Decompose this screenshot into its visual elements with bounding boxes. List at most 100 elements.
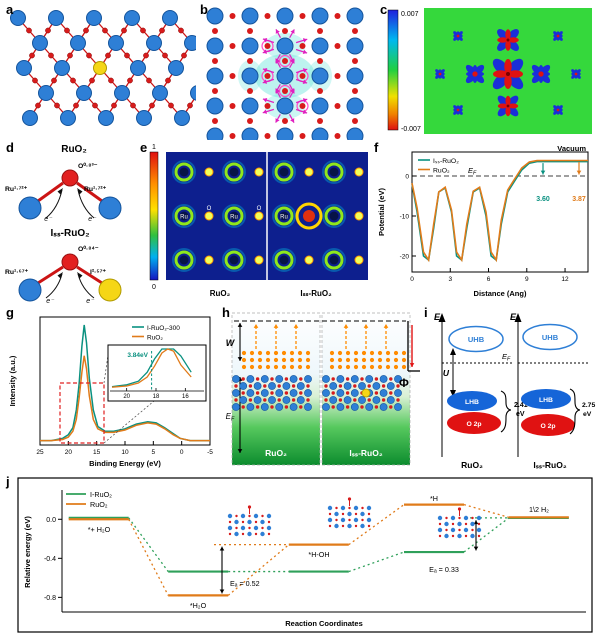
ru-ring [324, 162, 344, 182]
f-legend-label-ruo2: RuO₂ [433, 168, 450, 175]
electron-dot [369, 364, 375, 370]
generated-label: 25 [36, 449, 44, 456]
panel-j: j 0.0-0.4-0.8 Relative energy (eV) React… [4, 474, 596, 638]
oxygen-atom [29, 52, 35, 59]
i-label-ruo2: RuO₂ [461, 460, 483, 470]
density-core [556, 108, 560, 112]
oxygen-atom [48, 52, 54, 59]
colorbar-e-max: 1 [152, 144, 156, 151]
slab-o-atom [331, 377, 335, 381]
inset-ru-atom [360, 511, 365, 517]
o2p-band-left [447, 412, 501, 434]
slab-ru-atom [304, 375, 312, 383]
electron-label-2: e⁻ [88, 216, 97, 223]
slab-ru-atom [343, 382, 352, 390]
panel-label-f: f [374, 140, 379, 155]
electron-label-4: e⁻ [86, 298, 95, 305]
inset-ru-atom [334, 523, 339, 529]
ru-halo [322, 248, 346, 272]
j-state-h: *H [430, 494, 438, 503]
slab-ru-atom [350, 389, 359, 397]
density-core [538, 71, 544, 77]
ruthenium-atom [98, 110, 114, 126]
electron-dot [393, 364, 399, 370]
oxygen-atom [282, 88, 288, 94]
arrowhead [237, 357, 243, 361]
slab-ru-atom [365, 375, 374, 383]
slab-ru-atom [246, 389, 255, 397]
oxygen-atom [89, 77, 95, 84]
lattice-a [10, 10, 196, 126]
slab-o-atom [396, 384, 400, 388]
j-legend-label-iruo2: I-RuO₂ [90, 490, 112, 499]
ru-charge-1r: Ru¹·⁷²⁺ [84, 186, 107, 193]
slab-ru-atom [358, 382, 366, 390]
generated-label: -10 [400, 214, 410, 221]
slab-o-atom [306, 398, 310, 402]
ru-ring [174, 162, 194, 182]
arrowhead [290, 58, 295, 63]
generated-label: Ru [230, 215, 238, 221]
electron-dot [401, 357, 407, 363]
oxygen-atom [64, 27, 70, 34]
ruthenium-atom [346, 127, 364, 140]
ru-halo [172, 204, 196, 228]
slab-o-atom [255, 377, 260, 381]
slab-o-atom [234, 384, 238, 388]
i-u-label: U [443, 368, 450, 378]
ru-ring [224, 162, 244, 182]
arrowhead [262, 67, 268, 73]
o-dot [354, 167, 364, 177]
ru-ring [224, 250, 244, 270]
level-connector [128, 518, 169, 596]
slab-ru-atom [275, 403, 284, 411]
oxygen-atom [229, 13, 236, 19]
electron-dot [265, 350, 271, 356]
electron-dot [393, 350, 399, 356]
inset-ru-atom [234, 531, 239, 537]
ruthenium-atom [206, 37, 224, 55]
crystal-structure-topview [206, 7, 364, 140]
inset-o-atom [254, 520, 258, 524]
slab-o-atom [374, 405, 379, 409]
electron-arrow-2 [77, 189, 95, 219]
ruthenium-atom [48, 10, 64, 26]
panel-label-b: b [200, 2, 208, 17]
slab-ru-atom [289, 403, 298, 411]
inset-ru-atom [347, 523, 352, 529]
slab-o-atom [374, 391, 379, 395]
o-charge-2: O⁰·⁸⁴⁻ [78, 245, 99, 253]
inset-ru-atom [347, 511, 352, 517]
inset-ru-atom [463, 515, 469, 521]
inset-ru-atom [253, 525, 259, 531]
ru-halo [222, 204, 246, 228]
electron-dot [353, 364, 359, 370]
bond-4 [76, 265, 103, 285]
oxygen-atom [334, 13, 341, 19]
panel-label-c: c [380, 2, 388, 17]
i-gap-value-left: 2.41 [514, 402, 528, 409]
inset-ru-atom [463, 527, 469, 533]
oxygen-atom [162, 52, 168, 59]
generated-label: 0 [180, 449, 184, 456]
oxygen-atom [264, 43, 271, 49]
oxygen-atom [229, 103, 236, 109]
inset-ru-atom [227, 513, 233, 519]
inset-ru-atom [240, 525, 246, 531]
electron-dot [289, 357, 295, 363]
inset-o-atom [328, 512, 332, 516]
adsorbate-atom [347, 497, 352, 501]
slab-ru-atom [296, 382, 305, 390]
slab-o-atom [270, 405, 274, 409]
generated-label: 3 [448, 276, 452, 283]
slab-o-atom [381, 398, 386, 402]
oxygen-atom [35, 102, 41, 109]
arrowhead [302, 98, 308, 103]
inset-o-atom [254, 532, 258, 536]
inset-ru-atom [353, 505, 359, 511]
arrowhead [253, 324, 259, 328]
ru-ring [274, 162, 294, 182]
adsorbate-atom [457, 507, 462, 511]
